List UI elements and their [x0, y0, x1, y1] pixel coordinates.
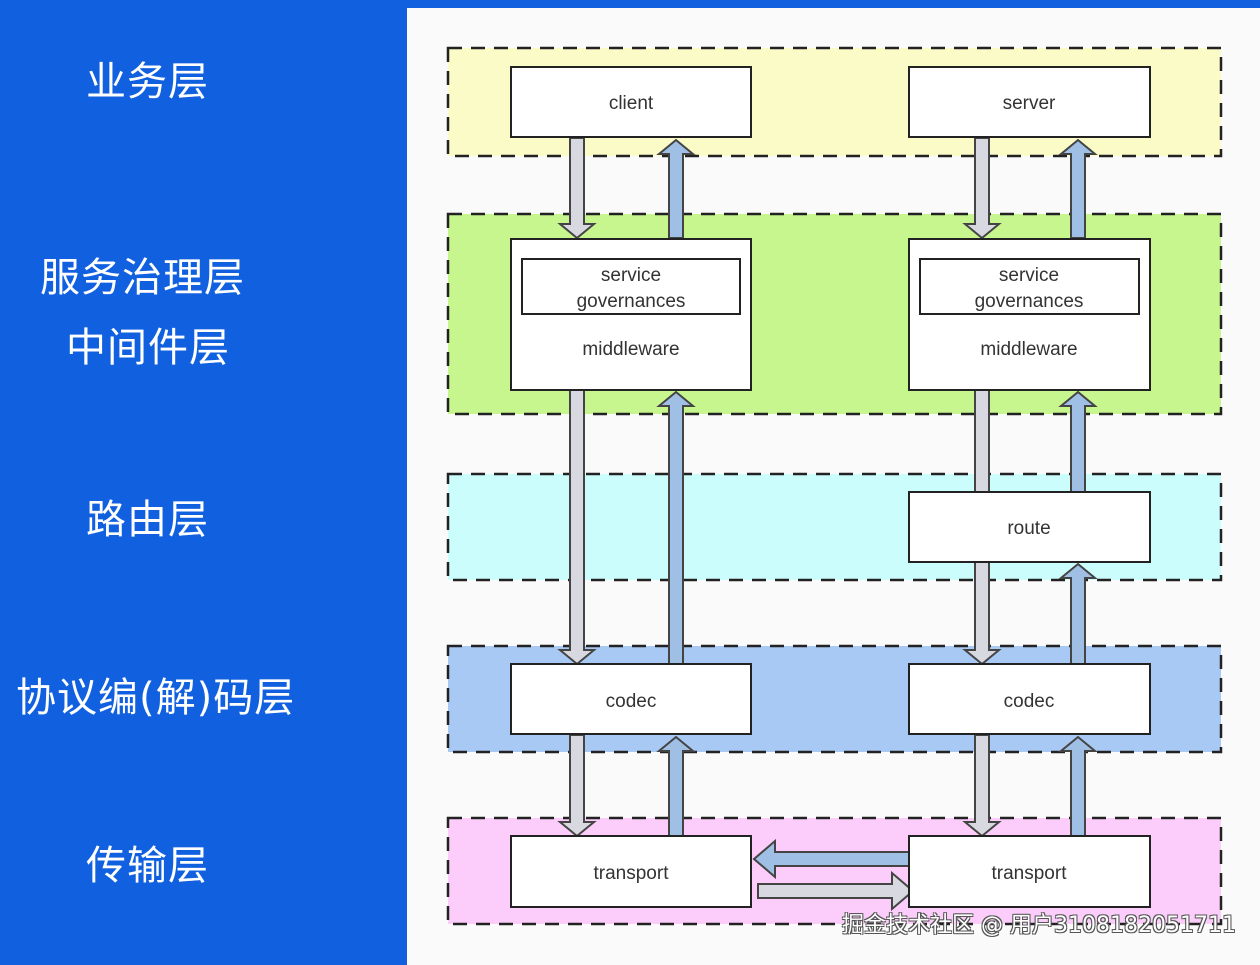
left-transport-box — [510, 835, 752, 908]
down-arrow-middleware-to-codec — [557, 389, 597, 666]
up-arrow-transport-to-codec-right — [1058, 735, 1098, 837]
right-service-label: service — [999, 265, 1059, 286]
left-codec-box — [510, 663, 752, 735]
layer-label-middleware: 中间件层 — [66, 325, 230, 371]
watermark: 掘金技术社区 @ 用户3108182051711 — [842, 913, 1236, 938]
right-governances-label: governances — [975, 291, 1084, 312]
layer-label-business: 业务层 — [86, 59, 209, 105]
arrow-right-transport-to-left-transport — [752, 838, 910, 880]
up-arrow-middleware-to-client — [656, 138, 696, 239]
client-label: client — [609, 93, 654, 114]
layer-label-governance: 服务治理层 — [40, 255, 245, 301]
layer-label-route: 路由层 — [86, 497, 209, 543]
server-label: server — [1003, 93, 1056, 114]
down-arrow-codec-to-transport-right — [962, 734, 1002, 838]
right-codec-box — [908, 663, 1151, 735]
left-service-label: service — [601, 265, 661, 286]
left-codec-label: codec — [606, 691, 657, 712]
right-down-arrows — [962, 137, 1002, 838]
top-accent-strip — [407, 0, 1260, 8]
left-up-arrows — [656, 138, 696, 837]
right-codec-label: codec — [1004, 691, 1055, 712]
route-box — [908, 491, 1151, 563]
down-arrow-server-to-middleware — [962, 137, 1002, 240]
right-middleware-label: middleware — [980, 339, 1077, 360]
down-arrow-codec-to-transport — [557, 734, 597, 838]
right-service-governances-box — [919, 258, 1140, 315]
up-arrow-codec-to-middleware — [656, 390, 696, 665]
up-arrow-route-to-middleware — [1058, 390, 1098, 493]
layer-label-codec: 协议编(解)码层 — [16, 675, 296, 721]
up-arrow-middleware-to-server — [1058, 138, 1098, 239]
right-transport-label: transport — [992, 863, 1068, 884]
left-down-arrows — [557, 137, 597, 838]
route-label: route — [1007, 518, 1050, 539]
down-arrow-client-to-middleware — [557, 137, 597, 240]
arrow-left-transport-to-right-transport — [757, 870, 915, 912]
layer-label-transport: 传输层 — [86, 843, 209, 889]
layer-sidebar — [0, 0, 407, 965]
up-arrow-codec-to-route — [1058, 562, 1098, 665]
left-service-governances-box — [521, 258, 741, 315]
client-box — [510, 66, 752, 138]
left-transport-label: transport — [594, 863, 670, 884]
server-box — [908, 66, 1151, 138]
up-arrow-transport-to-codec — [656, 735, 696, 837]
left-middleware-label: middleware — [582, 339, 679, 360]
right-up-arrows — [1058, 138, 1098, 837]
right-transport-box — [908, 835, 1151, 908]
down-arrow-route-to-codec — [962, 561, 1002, 666]
left-governances-label: governances — [577, 291, 686, 312]
down-arrow-middleware-to-route — [974, 389, 990, 493]
